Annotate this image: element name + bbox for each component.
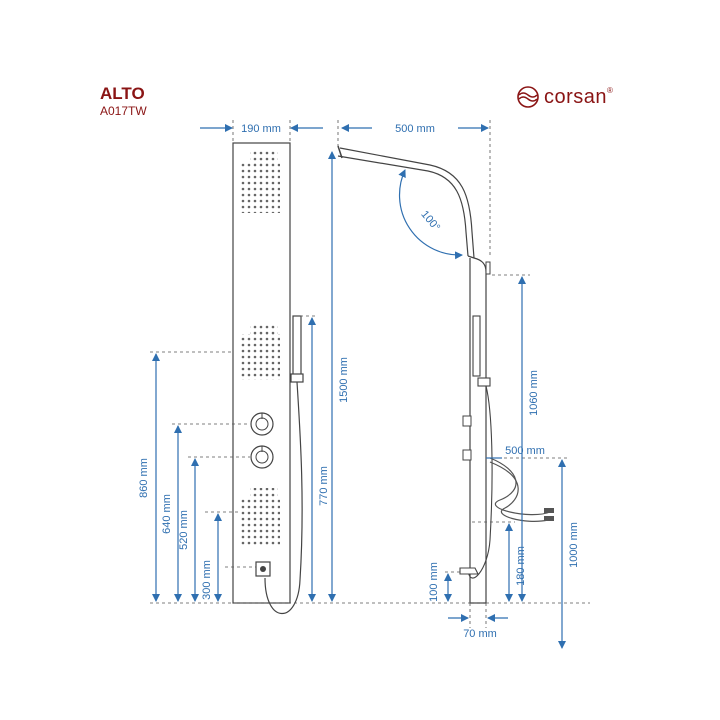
- dim-640: 640 mm: [161, 494, 173, 534]
- shower-arm-bottom: [337, 155, 469, 257]
- dim-70: 70 mm: [463, 628, 497, 640]
- product-name: ALTO: [100, 84, 145, 103]
- side-hand-shower-icon: [472, 315, 491, 387]
- side-panel: [467, 255, 487, 604]
- dim-hose-500: 500 mm: [505, 445, 545, 457]
- front-view: [232, 142, 304, 615]
- hand-shower-icon: [290, 315, 304, 383]
- lower-jets: [240, 488, 280, 545]
- dim-520: 520 mm: [178, 510, 190, 550]
- thermostat-knob-icon: [250, 412, 274, 436]
- dim-1500: 1500 mm: [338, 357, 350, 403]
- dim-1060: 1060 mm: [528, 370, 540, 416]
- dim-770: 770 mm: [318, 466, 330, 506]
- dim-190: 190 mm: [241, 123, 281, 135]
- side-view: [337, 145, 554, 604]
- side-hose: [467, 385, 493, 579]
- dimension-labels: 190 mm 500 mm 100° 1500 mm 860 mm 640 mm…: [138, 123, 580, 640]
- dim-500: 500 mm: [395, 123, 435, 135]
- dim-180: 180 mm: [515, 546, 527, 586]
- brand-name: corsan: [544, 85, 608, 108]
- dim-300: 300 mm: [201, 560, 213, 600]
- diverter-knob-icon: [250, 445, 274, 469]
- brand-logo: corsan ®: [514, 84, 613, 110]
- front-hose: [264, 381, 303, 615]
- dim-100: 100 mm: [428, 562, 440, 602]
- product-code: A017TW: [100, 104, 147, 118]
- spout-icon: [459, 567, 479, 575]
- wave-logo-icon: [517, 86, 539, 108]
- shower-arm-top: [339, 147, 475, 259]
- brand-registered: ®: [607, 86, 613, 95]
- dim-1000: 1000 mm: [568, 522, 580, 568]
- dimension-lines: [152, 124, 566, 649]
- guide-lines: [150, 120, 590, 628]
- top-jets: [240, 150, 280, 213]
- dim-860: 860 mm: [138, 458, 150, 498]
- middle-jets: [240, 325, 280, 380]
- dim-angle: 100°: [418, 208, 442, 233]
